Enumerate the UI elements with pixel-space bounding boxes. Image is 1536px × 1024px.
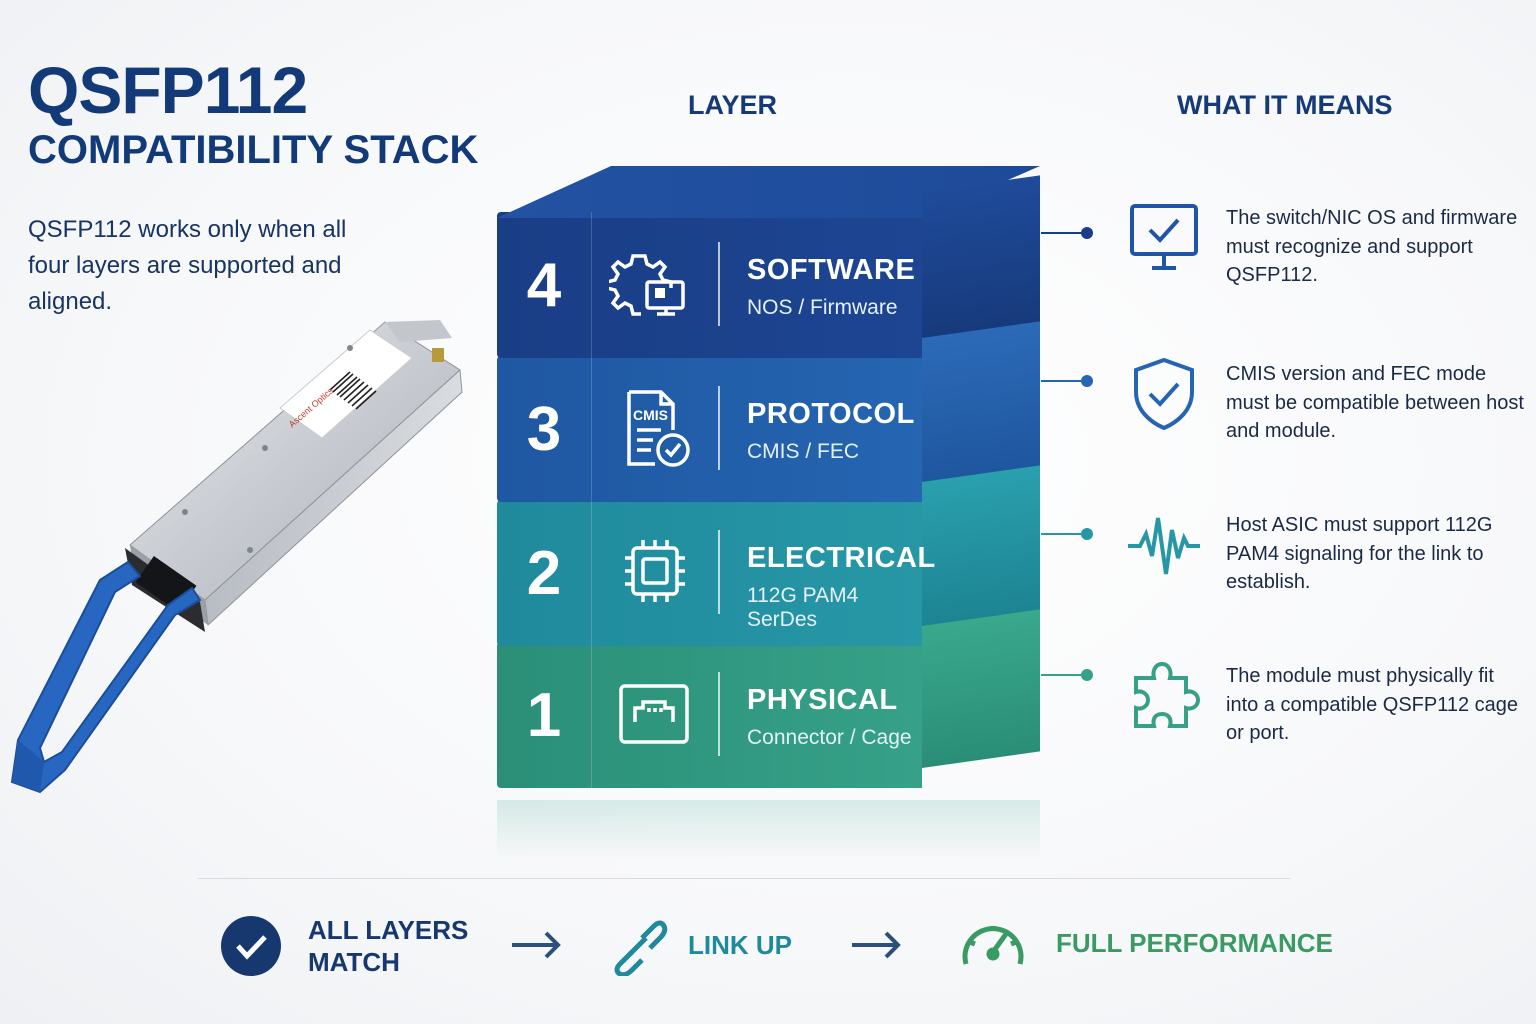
connector-line bbox=[1041, 669, 1093, 681]
puzzle-icon bbox=[1134, 661, 1201, 728]
cmis-document-icon: CMIS bbox=[609, 386, 699, 472]
outcome-all-layers-match: ALL LAYERS MATCH bbox=[220, 914, 478, 978]
gear-monitor-icon bbox=[605, 242, 699, 328]
layer-detail: Connector / Cage bbox=[747, 726, 912, 749]
layer-protocol-block: 3 CMIS PROTOCOL CMIS / FEC bbox=[497, 319, 1040, 502]
layer-electrical-block: 2 ELECTRICAL 112G PAM4 SerDes bbox=[497, 463, 1040, 646]
layer-number: 3 bbox=[497, 356, 592, 502]
layer-detail: NOS / Firmware bbox=[747, 296, 898, 319]
check-circle-icon bbox=[221, 916, 281, 976]
layer-column-header: LAYER bbox=[688, 90, 778, 120]
waveform-icon bbox=[1128, 517, 1200, 575]
meaning-column-header: WHAT IT MEANS bbox=[1177, 90, 1393, 120]
connector-port-icon bbox=[609, 672, 699, 758]
outcome-full-performance: FULL PERFORMANCE bbox=[958, 912, 1333, 974]
meaning-software: The switch/NIC OS and firmware must reco… bbox=[1226, 207, 1518, 286]
connector-line bbox=[1041, 528, 1093, 540]
outcome-step-2: LINK UP bbox=[688, 929, 792, 960]
layer-number: 1 bbox=[497, 642, 592, 788]
outcome-link-up: LINK UP bbox=[606, 914, 792, 976]
connector-line bbox=[1041, 227, 1093, 239]
page-subtitle: COMPATIBILITY STACK bbox=[28, 128, 479, 172]
layer-number: 2 bbox=[497, 500, 592, 646]
cmis-icon-text: CMIS bbox=[633, 407, 668, 423]
meaning-protocol: CMIS version and FEC mode must be compat… bbox=[1226, 363, 1524, 442]
page-title: QSFP112 bbox=[28, 53, 308, 127]
layer-detail: CMIS / FEC bbox=[747, 440, 860, 463]
layer-physical-block: 1 PHYSICAL Connector / Cage bbox=[497, 605, 1040, 788]
link-chain-icon bbox=[614, 920, 668, 976]
connector-line bbox=[1041, 375, 1093, 387]
monitor-check-icon bbox=[1130, 204, 1198, 270]
outcome-step-1: ALL LAYERS MATCH bbox=[308, 915, 469, 977]
layer-name: PROTOCOL bbox=[747, 398, 915, 430]
arrow-right-icon bbox=[852, 931, 901, 959]
intro-text: QSFP112 works only when all four layers … bbox=[28, 216, 347, 315]
layer-name: SOFTWARE bbox=[747, 254, 916, 286]
chip-icon bbox=[609, 530, 699, 616]
shield-check-icon bbox=[1134, 357, 1194, 431]
layer-number: 4 bbox=[497, 212, 592, 358]
meaning-electrical: Host ASIC must support 112G PAM4 signali… bbox=[1226, 514, 1493, 593]
outcome-step-3: FULL PERFORMANCE bbox=[1056, 927, 1333, 958]
layer-detail: 112G PAM4 SerDes bbox=[747, 584, 859, 631]
layer-software-block: 4 SOFTWARE NOS / Firmware bbox=[497, 166, 1040, 358]
bottom-divider bbox=[198, 878, 1290, 879]
qsfp112-module-image: Ascent Optics bbox=[10, 320, 463, 794]
layer-name: ELECTRICAL bbox=[747, 542, 936, 574]
meaning-physical: The module must physically fit into a co… bbox=[1226, 665, 1519, 744]
layer-name: PHYSICAL bbox=[747, 684, 898, 716]
arrow-right-icon bbox=[512, 931, 561, 959]
speedometer-icon bbox=[962, 926, 1024, 965]
